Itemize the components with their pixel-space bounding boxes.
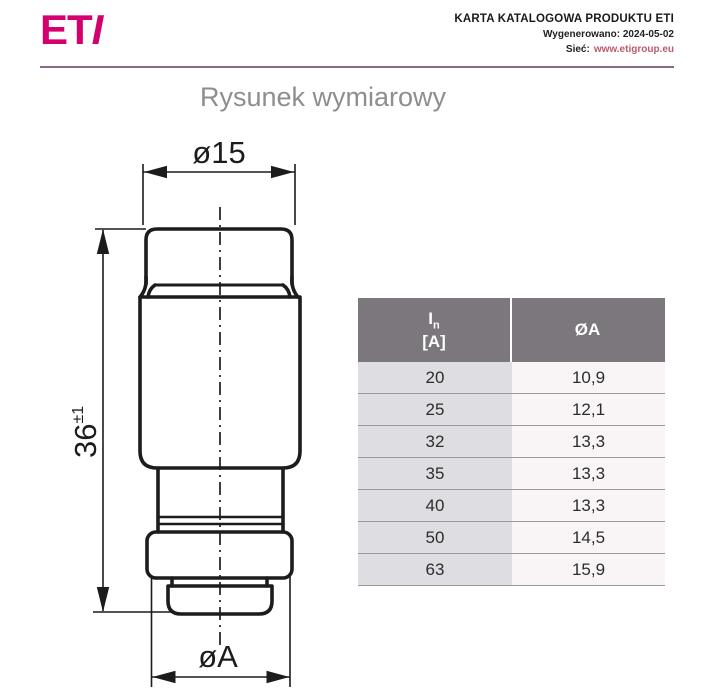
dimension-height: 36±1 [68, 228, 171, 613]
ring [145, 530, 294, 580]
arrow-left-icon [144, 165, 167, 179]
table-header-row: In [A] ØA [358, 298, 665, 362]
arrow-right-icon [271, 165, 294, 179]
header-divider [40, 66, 674, 68]
label-height-tolerance: ±1 [70, 406, 87, 424]
table-row: 32 13,3 [358, 426, 665, 458]
cell-in: 25 [358, 394, 512, 425]
cell-in: 32 [358, 426, 512, 457]
cell-in: 40 [358, 490, 512, 521]
eti-logo-et: ET [40, 6, 93, 53]
cell-in: 50 [358, 522, 512, 553]
in-symbol: I [428, 308, 433, 328]
top-cap-right-foot-outer [290, 275, 300, 299]
fuse-outline [138, 227, 302, 616]
cell-da: 14,5 [512, 522, 665, 553]
network-label: Sieć: [565, 44, 590, 55]
cell-da: 13,3 [512, 458, 665, 489]
header-meta: KARTA KATALOGOWA PRODUKTU ETI Wygenerowa… [454, 13, 674, 55]
table-row: 40 13,3 [358, 490, 665, 522]
cell-in: 20 [358, 362, 512, 393]
cell-da: 13,3 [512, 426, 665, 457]
cell-da: 10,9 [512, 362, 665, 393]
top-cap-left-foot-outer [138, 275, 148, 299]
table-header-in: In [A] [358, 298, 512, 362]
dimension-table: In [A] ØA 20 10,9 25 12,1 32 13,3 35 13,… [358, 298, 665, 586]
cell-da: 13,3 [512, 490, 665, 521]
arrow-up-icon [96, 229, 110, 254]
network-line: Sieć:www.etigroup.eu [454, 44, 674, 55]
header-in-symbol: In [428, 309, 439, 332]
arrow-right-icon [266, 670, 290, 684]
label-bottom-diameter: øA [198, 639, 238, 674]
document-title: KARTA KATALOGOWA PRODUKTU ETI [454, 13, 674, 25]
header-in-unit: [A] [422, 331, 446, 351]
table-row: 25 12,1 [358, 394, 665, 426]
dimension-top-diameter: ø15 [142, 135, 296, 225]
label-height: 36±1 [68, 406, 103, 458]
cell-in: 35 [358, 458, 512, 489]
generated-label: Wygenerowano: [543, 29, 621, 40]
cell-in: 63 [358, 554, 512, 585]
in-subscript: n [433, 319, 440, 332]
arrow-left-icon [152, 670, 176, 684]
bottom-cap [166, 584, 274, 616]
table-row: 35 13,3 [358, 458, 665, 490]
website-link[interactable]: www.etigroup.eu [593, 44, 674, 55]
dimension-bottom-diameter: øA [150, 576, 291, 687]
table-row: 50 14,5 [358, 522, 665, 554]
label-top-diameter: ø15 [192, 135, 245, 170]
top-cap [144, 227, 294, 286]
section-title: Rysunek wymiarowy [199, 82, 447, 112]
table-row: 20 10,9 [358, 362, 665, 394]
arrow-down-icon [96, 587, 110, 612]
eti-logo: ETI [40, 6, 104, 54]
label-height-value: 36 [68, 424, 103, 458]
cell-da: 12,1 [512, 394, 665, 425]
eti-logo-i: I [91, 6, 104, 53]
generated-line: Wygenerowano: 2024-05-02 [454, 29, 674, 40]
table-row: 63 15,9 [358, 554, 665, 586]
table-header-da: ØA [574, 320, 601, 340]
cell-da: 15,9 [512, 554, 665, 585]
generated-date: 2024-05-02 [622, 29, 674, 40]
